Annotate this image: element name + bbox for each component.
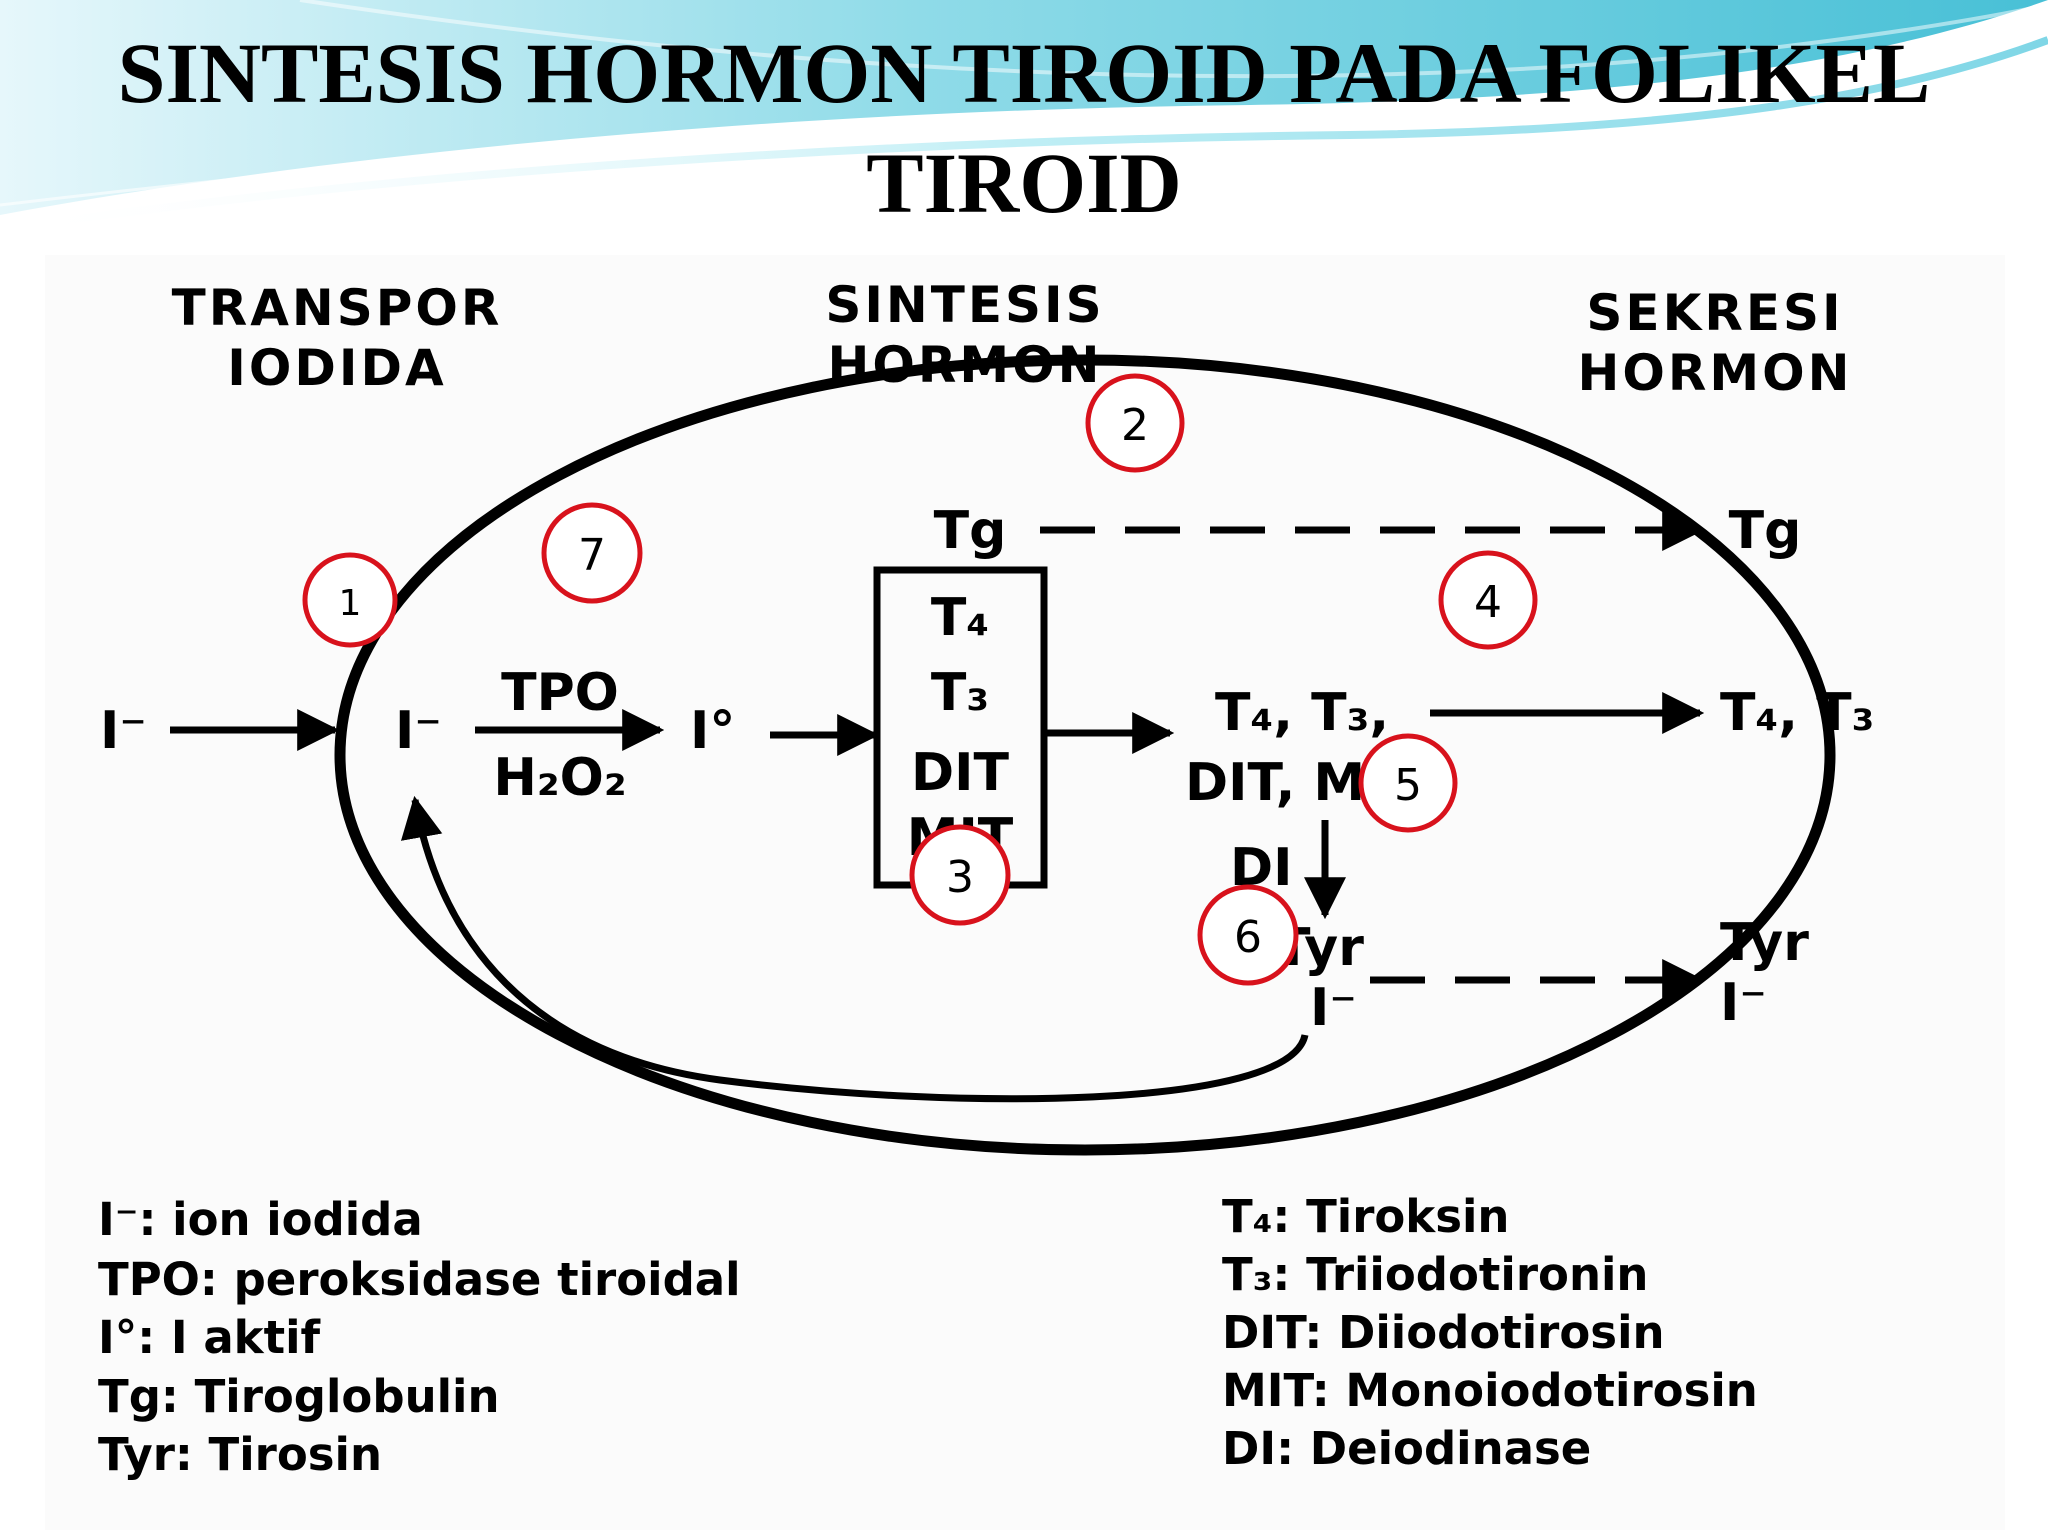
label-iodide-out: I⁻ <box>1720 973 1767 1033</box>
label-tyr-out: Tyr <box>1720 913 1809 973</box>
legend-left-tpo: TPO: peroksidase tiroidal <box>98 1253 741 1306</box>
legend-left-iodide: I⁻: ion iodida <box>98 1193 423 1246</box>
label-products-line1: T₄, T₃, <box>1215 683 1389 743</box>
section-synthesis-line1: SINTESIS <box>825 276 1104 334</box>
marker-6: 6 <box>1234 912 1262 963</box>
label-tg-inside: Tg <box>934 501 1007 561</box>
label-iodide-in: I⁻ <box>100 701 147 761</box>
legend-right-t3: T₃: Triiodotironin <box>1222 1248 1648 1301</box>
marker-5-ring <box>1358 733 1458 833</box>
marker-4: 4 <box>1474 577 1502 628</box>
legend-left-tyr: Tyr: Tirosin <box>98 1428 382 1481</box>
label-t4t3-out: T₄, T₃ <box>1720 683 1874 743</box>
legend-right-t4: T₄: Tiroksin <box>1222 1190 1509 1243</box>
marker-3: 3 <box>946 852 974 903</box>
label-h2o2: H₂O₂ <box>493 748 626 808</box>
label-iodide-recycled: I⁻ <box>1310 978 1357 1038</box>
section-secretion-line1: SEKRESI <box>1586 284 1843 342</box>
slide-title-line2: TIROID <box>866 135 1182 231</box>
box-item-dit: DIT <box>911 743 1010 803</box>
marker-2: 2 <box>1121 400 1149 451</box>
marker-7-ring <box>541 502 643 604</box>
diagram-panel <box>45 255 2005 1530</box>
iodide-recycle-arrow <box>400 795 1309 1103</box>
box-item-t3: T₃ <box>931 663 989 723</box>
follicle-cell-outline <box>334 354 1836 1156</box>
section-transport-line2: IODIDA <box>227 339 446 397</box>
marker-6-ring <box>1197 884 1299 986</box>
section-transport-line1: TRANSPOR <box>172 279 503 337</box>
label-tpo: TPO <box>501 663 619 723</box>
label-active-iodine: I° <box>690 701 735 761</box>
box-item-t4: T₄ <box>931 588 989 648</box>
header-wave <box>0 0 2048 234</box>
marker-5: 5 <box>1394 760 1422 811</box>
label-iodide-inside: I⁻ <box>395 701 442 761</box>
slide-title-line1: SINTESIS HORMON TIROID PADA FOLIKEL <box>117 25 1931 121</box>
legend-right-mit: MIT: Monoiodotirosin <box>1222 1364 1758 1417</box>
marker-4-ring <box>1438 550 1538 650</box>
section-secretion-line2: HORMON <box>1578 344 1853 402</box>
marker-7: 7 <box>578 530 606 581</box>
legend-right-dit: DIT: Diiodotirosin <box>1222 1306 1665 1359</box>
marker-3-ring <box>909 824 1011 926</box>
marker-1-ring <box>302 552 398 648</box>
label-tg-out: Tg <box>1729 501 1802 561</box>
marker-2-ring <box>1085 373 1185 473</box>
legend-left-tg: Tg: Tiroglobulin <box>98 1370 499 1423</box>
marker-1: 1 <box>339 583 362 624</box>
legend-right-di: DI: Deiodinase <box>1222 1422 1591 1475</box>
legend-left-active-iodine: I°: I aktif <box>98 1311 321 1364</box>
